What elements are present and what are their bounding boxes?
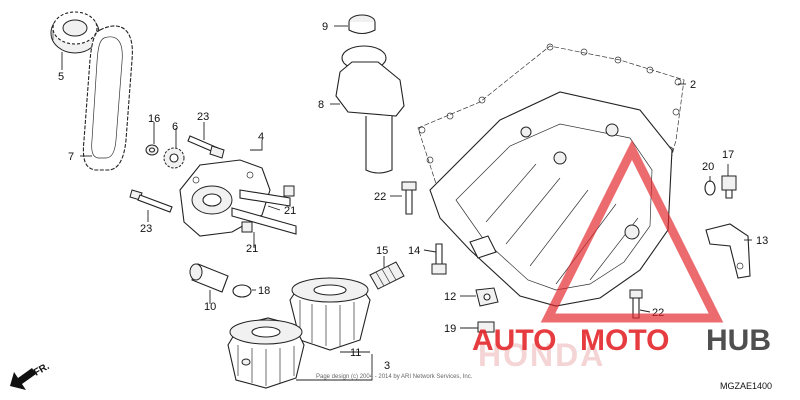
oil-pump-assembly <box>179 159 297 237</box>
callout-6: 6 <box>172 121 178 133</box>
oil-filler-pipe-8 <box>335 45 405 174</box>
callout-8: 8 <box>318 99 324 111</box>
copyright-notice: Page design (c) 2004 - 2014 by ARI Netwo… <box>316 374 473 380</box>
oil-pipe-10 <box>189 263 229 293</box>
drive-sprocket <box>50 11 100 54</box>
callout-23-upper: 23 <box>197 111 209 123</box>
o-ring-18 <box>232 284 252 298</box>
filler-cap-9 <box>348 14 376 35</box>
callout-22-upper: 22 <box>374 191 386 203</box>
callout-7: 7 <box>68 151 74 163</box>
callout-23-lower: 23 <box>140 223 152 235</box>
leader-lines <box>61 25 752 381</box>
callout-labels: 5 7 16 6 23 4 23 21 21 10 18 9 8 2 22 15… <box>58 21 768 372</box>
watermark-ghost-text: HONDA <box>478 337 605 373</box>
pump-driven-sprocket <box>163 147 185 169</box>
callout-3: 3 <box>384 360 390 372</box>
bolt-23-lower <box>129 189 173 213</box>
callout-12: 12 <box>444 291 456 303</box>
bolt-14 <box>431 243 447 275</box>
callout-11: 11 <box>350 347 361 359</box>
callout-14: 14 <box>408 245 420 257</box>
bolt-23-upper <box>187 135 225 159</box>
callout-4: 4 <box>258 131 264 143</box>
bolt-22-lower <box>629 289 643 319</box>
diagram-code: MGZAE1400 <box>720 381 772 391</box>
washer-16 <box>145 144 159 156</box>
bolt-19 <box>477 321 495 333</box>
sealing-washer-20 <box>704 180 716 196</box>
callout-2: 2 <box>690 79 696 91</box>
callout-20: 20 <box>702 161 714 173</box>
watermark-brand-hub: HUB <box>706 324 771 357</box>
clip-12 <box>475 287 499 307</box>
oil-pump-chain <box>82 25 133 171</box>
callout-9: 9 <box>322 21 328 33</box>
bolt-22-upper <box>401 181 417 215</box>
front-direction-arrow: FR. <box>10 361 52 390</box>
callout-15: 15 <box>376 245 388 257</box>
oil-pan <box>429 91 673 307</box>
drain-bolt-17 <box>721 175 737 199</box>
callout-10: 10 <box>204 301 216 313</box>
callout-19: 19 <box>444 323 456 335</box>
front-marker-label: FR. <box>32 361 52 379</box>
watermark-logo: HONDA AUTO MOTO HUB <box>472 139 771 373</box>
callout-13: 13 <box>756 235 768 247</box>
watermark-brand-moto: MOTO <box>580 324 669 357</box>
watermark-brand-auto: AUTO <box>472 324 556 357</box>
callout-5: 5 <box>58 71 64 83</box>
callout-21-upper: 21 <box>284 205 296 217</box>
oil-filter-cartridge <box>289 277 371 351</box>
callout-17: 17 <box>722 149 734 161</box>
callout-16: 16 <box>148 113 160 125</box>
bracket-13 <box>705 223 751 279</box>
oil-filter-element <box>227 317 305 389</box>
strainer-15 <box>369 261 405 290</box>
callout-21-lower: 21 <box>246 243 258 255</box>
callout-18: 18 <box>258 285 270 297</box>
